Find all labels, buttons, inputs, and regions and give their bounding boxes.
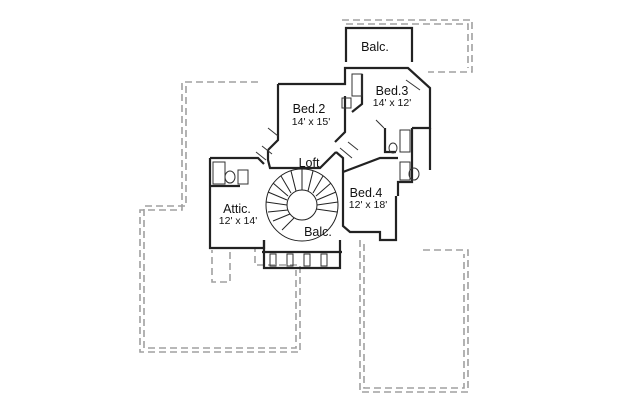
room-labels: Balc. Bed.2 14' x 15' Bed.3 14' x 12' Lo… xyxy=(219,40,411,239)
room-bed2-name: Bed.2 xyxy=(293,102,326,116)
room-bed2-dims: 14' x 15' xyxy=(292,116,330,128)
room-attic-name: Attic. xyxy=(223,202,251,216)
room-balc-top-name: Balc. xyxy=(361,40,389,54)
room-bed4-dims: 12' x 18' xyxy=(349,199,387,211)
room-bed4-name: Bed.4 xyxy=(350,186,383,200)
room-loft-name: Loft xyxy=(299,156,320,170)
room-bed3-dims: 14' x 12' xyxy=(373,97,411,109)
spiral-staircase xyxy=(265,168,339,242)
fixtures xyxy=(212,73,421,267)
room-bed3-name: Bed.3 xyxy=(376,84,409,98)
room-attic-dims: 12' x 14' xyxy=(219,215,257,227)
roof-outline xyxy=(139,19,473,393)
room-balc-center-name: Balc. xyxy=(304,225,332,239)
